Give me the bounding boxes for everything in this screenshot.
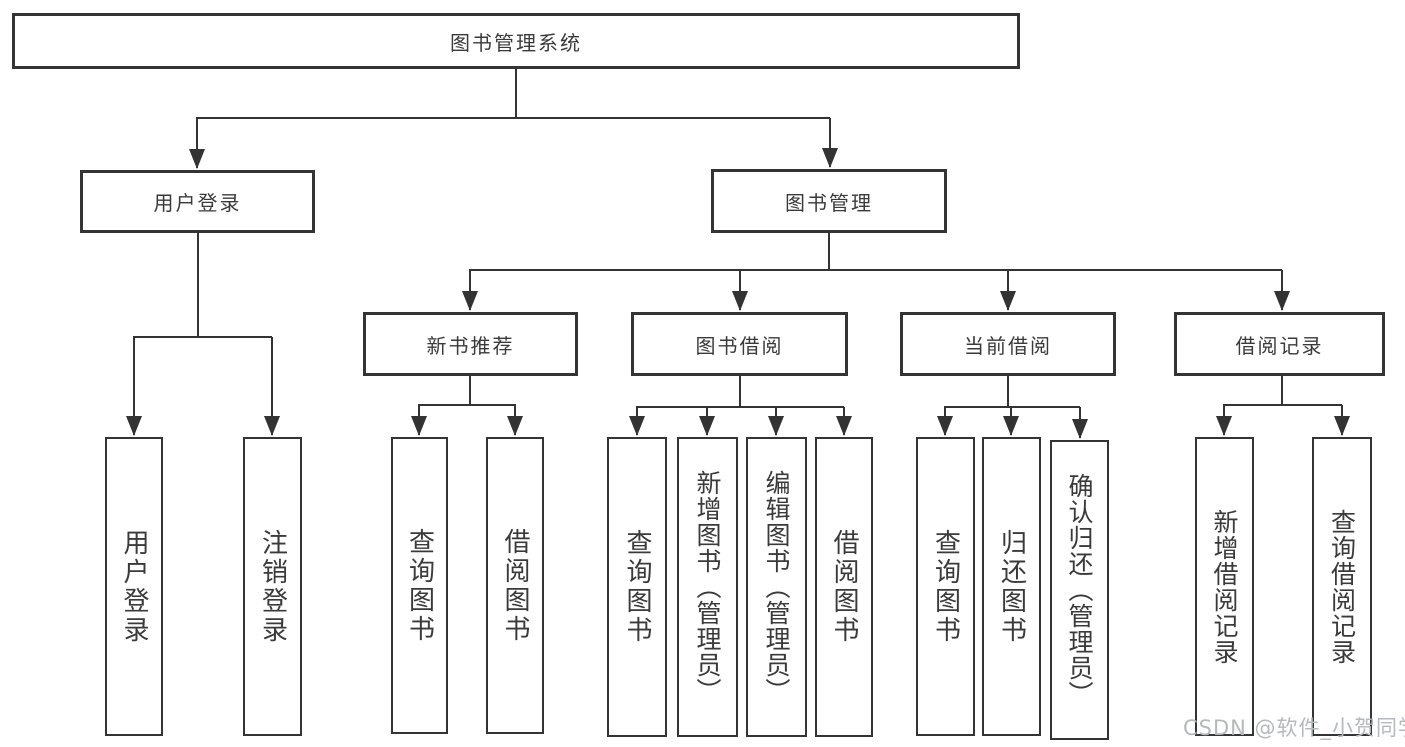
leaf-add-borrow-record: 新增借阅记录	[1195, 437, 1254, 736]
node-new-book-recommend-label: 新书推荐	[426, 333, 515, 358]
node-root-label: 图书管理系统	[450, 30, 582, 55]
leaf-add-books-admin: 新增图书（管理员）	[677, 437, 738, 737]
leaf-return-books: 归还图书	[982, 437, 1041, 736]
leaf-confirm-return-admin: 确认归还（管理员）	[1050, 440, 1109, 740]
leaf-edit-books-admin: 编辑图书（管理员）	[746, 437, 807, 737]
node-new-book-recommend: 新书推荐	[363, 312, 578, 376]
leaf-user-login-label: 用户登录	[119, 528, 149, 645]
leaf-recommend-borrow-books-label: 借阅图书	[500, 527, 530, 644]
node-current-borrowing: 当前借阅	[900, 312, 1116, 376]
leaf-add-borrow-record-label: 新增借阅记录	[1210, 508, 1239, 665]
leaf-recommend-query-books: 查询图书	[391, 437, 448, 734]
node-user-login-label: 用户登录	[153, 191, 242, 215]
node-book-borrowing-label: 图书借阅	[695, 333, 784, 358]
leaf-current-query-books: 查询图书	[916, 437, 975, 736]
watermark: CSDN @软件_小贺同学	[1183, 716, 1405, 740]
leaf-add-books-admin-label: 新增图书（管理员）	[693, 470, 722, 704]
node-current-borrowing-label: 当前借阅	[964, 333, 1052, 358]
leaf-confirm-return-admin-label: 确认归还（管理员）	[1065, 473, 1094, 707]
leaf-logout-label: 注销登录	[257, 528, 288, 645]
leaf-edit-books-admin-label: 编辑图书（管理员）	[762, 470, 791, 704]
leaf-borrowing-query-books-label: 查询图书	[622, 529, 652, 645]
node-book-management-label: 图书管理	[785, 190, 873, 215]
node-borrowing-records-label: 借阅记录	[1235, 333, 1324, 358]
leaf-borrowing-borrow-books: 借阅图书	[815, 437, 873, 737]
node-book-management: 图书管理	[711, 169, 947, 233]
leaf-query-borrow-record: 查询借阅记录	[1312, 437, 1372, 736]
leaf-recommend-query-books-label: 查询图书	[404, 527, 435, 644]
leaf-logout: 注销登录	[243, 437, 302, 736]
leaf-user-login: 用户登录	[105, 437, 163, 736]
node-user-login: 用户登录	[80, 170, 315, 233]
node-borrowing-records: 借阅记录	[1174, 312, 1385, 376]
leaf-current-query-books-label: 查询图书	[930, 528, 961, 645]
leaf-return-books-label: 归还图书	[996, 528, 1027, 645]
leaf-recommend-borrow-books: 借阅图书	[486, 437, 544, 734]
node-root: 图书管理系统	[12, 13, 1020, 69]
node-book-borrowing: 图书借阅	[631, 312, 848, 376]
leaf-query-borrow-record-label: 查询借阅记录	[1327, 508, 1357, 665]
leaf-borrowing-query-books: 查询图书	[607, 437, 667, 737]
leaf-borrowing-borrow-books-label: 借阅图书	[829, 529, 859, 645]
